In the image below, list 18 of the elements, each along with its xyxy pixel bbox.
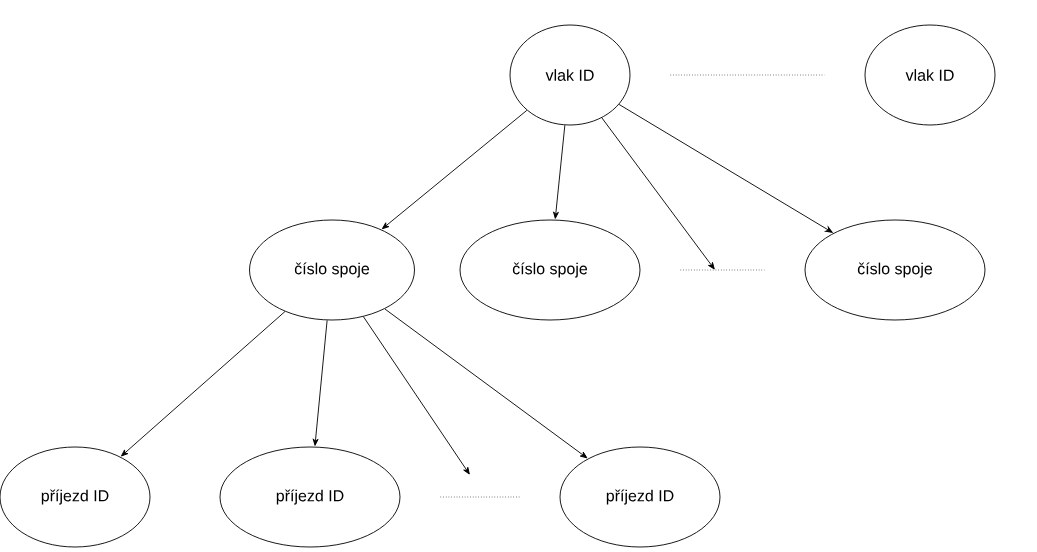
ellipse-node: číslo spoje: [804, 219, 986, 321]
dotted-line: [680, 269, 765, 271]
arrow: [121, 311, 286, 457]
ellipse-node: číslo spoje: [249, 219, 415, 321]
arrow: [553, 124, 566, 219]
arrow: [363, 316, 470, 475]
arrow: [601, 117, 715, 270]
ellipse-node: číslo spoje: [459, 219, 641, 321]
dotted-line: [440, 496, 520, 498]
arrow: [312, 319, 328, 446]
ellipse-node: vlak ID: [509, 24, 631, 126]
arrow: [384, 308, 588, 459]
arrow: [618, 104, 833, 233]
dotted-line: [670, 74, 825, 76]
arrow: [381, 109, 528, 230]
ellipse-node: příjezd ID: [559, 446, 721, 548]
ellipse-node: příjezd ID: [219, 446, 401, 548]
ellipse-node: vlak ID: [864, 24, 996, 126]
